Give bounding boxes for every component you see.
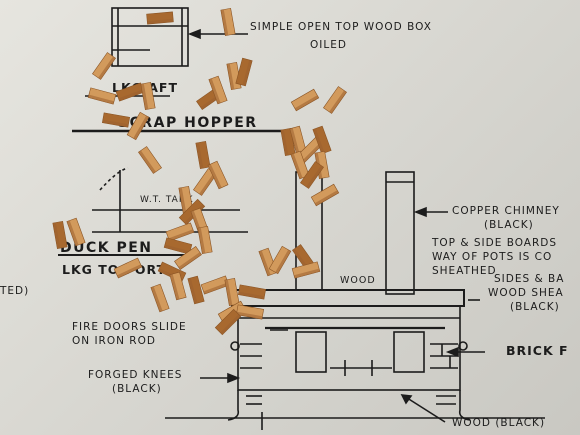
wood-piece: [235, 57, 253, 87]
wood-piece: [197, 225, 213, 255]
wood-piece: [193, 168, 217, 196]
wood-piece: [187, 275, 205, 305]
wood-piece: [207, 160, 229, 190]
wood-piece: [291, 261, 321, 279]
wood-piece: [165, 222, 195, 242]
wood-piece: [174, 246, 202, 270]
wood-piece: [87, 87, 117, 105]
wood-piece: [300, 161, 324, 189]
wood-piece: [178, 185, 194, 215]
label-box-sub: OILED: [310, 39, 347, 51]
label-scrap-hopper: SCRAP HOPPER: [118, 115, 258, 131]
wood-piece: [235, 304, 265, 320]
wood-piece: [237, 284, 267, 300]
wood-piece: [92, 52, 116, 80]
wood-piece: [52, 220, 68, 250]
wood-piece: [312, 125, 332, 155]
label-sides-1: SIDES & BA: [494, 273, 565, 285]
wood-piece: [323, 86, 347, 114]
label-ted: TED): [0, 285, 30, 297]
wood-piece: [214, 308, 242, 336]
label-fire-doors-1: FIRE DOORS SLIDE: [72, 321, 187, 333]
label-duck-pen: DUCK PEN: [60, 240, 153, 256]
label-sides-3: (BLACK): [510, 301, 560, 313]
wood-piece: [101, 112, 131, 128]
wood-piece: [126, 111, 150, 141]
stove-sketch: [165, 289, 545, 421]
wood-piece: [268, 245, 292, 275]
label-wood-black: WOOD (BLACK): [452, 417, 546, 429]
wood-piece: [169, 271, 187, 301]
wood-piece: [146, 11, 174, 25]
label-top-boards-1: TOP & SIDE BOARDS: [432, 237, 558, 249]
wood-box-sketch: [111, 7, 248, 67]
label-fire-doors-2: ON IRON ROD: [72, 335, 156, 347]
wood-piece: [310, 183, 340, 207]
wood-piece: [115, 82, 145, 102]
label-forged-1: FORGED KNEES: [88, 369, 183, 381]
label-forged-2: (BLACK): [112, 383, 162, 395]
label-box-title: SIMPLE OPEN TOP WOOD BOX: [250, 21, 432, 33]
wood-piece: [200, 275, 230, 295]
wood-piece: [150, 283, 170, 313]
label-wt-tank: W.T. TANK: [140, 195, 194, 205]
label-top-boards-2: WAY OF POTS IS CO: [432, 251, 553, 263]
wood-piece: [220, 7, 236, 37]
wood-piece: [66, 217, 86, 247]
label-wood-top: WOOD: [340, 275, 376, 286]
wood-piece: [195, 140, 211, 170]
label-top-boards-3: SHEATHED: [432, 265, 497, 277]
wood-piece: [138, 146, 162, 174]
wood-piece: [140, 81, 156, 111]
wood-piece: [224, 277, 240, 307]
label-copper-black: (BLACK): [484, 219, 534, 231]
wood-piece: [113, 257, 143, 279]
wood-piece: [290, 88, 320, 112]
label-sides-2: WOOD SHEA: [488, 287, 564, 299]
wood-piece: [208, 75, 228, 105]
label-copper-chimney: COPPER CHIMNEY: [452, 205, 560, 217]
label-brick: BRICK F: [506, 343, 569, 358]
wood-piece: [163, 237, 193, 255]
